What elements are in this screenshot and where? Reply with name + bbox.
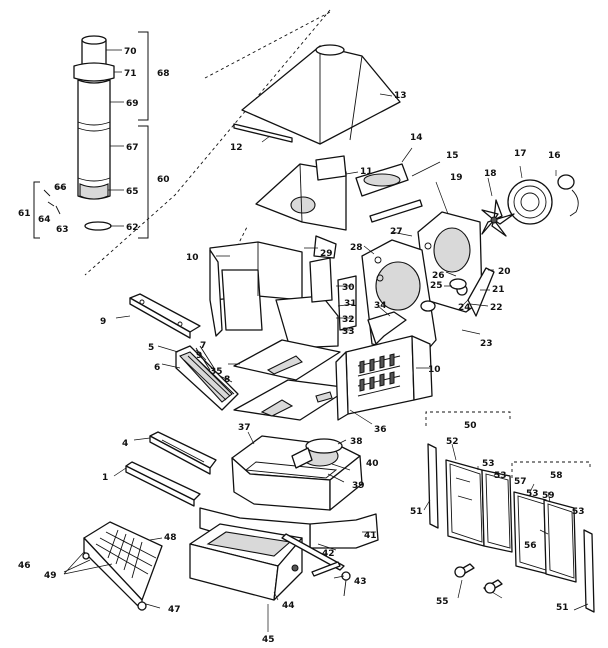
part-number-label: 8 [224,375,230,385]
part-number-label: 35 [210,367,223,377]
part-number-label: 34 [374,301,387,311]
rail-9 [129,293,201,339]
part-number-label: 26 [432,271,445,281]
handle-42-43 [281,533,351,597]
part-number-label: 66 [54,183,67,193]
part-number-label: 28 [350,243,363,253]
part-number-label: 45 [262,635,275,645]
part-number-label: 43 [354,577,367,587]
part-number-label: 53 [572,507,585,517]
part-number-labels: 70 71 68 69 67 60 66 65 64 63 61 62 13 1… [18,47,563,645]
part-number-label: 42 [322,549,335,559]
grate-assembly [82,521,163,611]
part-number-label: 71 [124,69,137,79]
part-number-label: 37 [238,423,251,433]
part-number-label: 62 [126,223,139,233]
part-number-label: 9 [100,317,106,327]
part-number-label: 63 [56,225,69,235]
part-number-label: 57 [514,477,527,487]
part-number-label: 21 [492,285,505,295]
part-number-label: 12 [230,143,243,153]
part-number-label: 17 [514,149,527,159]
heat-chamber [231,435,363,511]
part-number-label: 10 [186,253,199,263]
part-number-label: 48 [164,533,177,543]
glass-door-assembly [425,411,595,613]
ash-drawer [189,523,303,601]
part-number-label: 16 [548,151,561,161]
part-number-label: 67 [126,143,139,153]
part-number-label: 50 [464,421,477,431]
part-number-label: 23 [480,339,493,349]
hood-assembly [233,44,401,145]
front-panel-34 [367,311,407,345]
part-number-label: 70 [124,47,137,57]
part-number-label: 64 [38,215,51,225]
part-number-label: 46 [18,561,31,571]
duplicate-part-labels: 10 53 53 53 51 9 [196,351,585,613]
base-plates [233,339,351,421]
part-number-label: 30 [342,283,355,293]
andiron-bracket-1 [125,461,201,507]
part-number-label: 9 [196,351,202,361]
part-number-label: 14 [410,133,423,143]
part-number-label: 65 [126,187,139,197]
part-number-label: 53 [494,471,507,481]
part-number-label: 7 [200,341,206,351]
part-number-label: 61 [18,209,31,219]
part-number-label: 29 [320,249,333,259]
part-number-label: 13 [394,91,407,101]
blower-assembly [355,163,579,237]
part-number-label: 1 [102,473,108,483]
part-number-label: 68 [157,69,170,79]
part-number-label: 53 [526,489,539,499]
baffle-11 [255,155,347,231]
part-number-label: 22 [490,303,503,313]
part-number-label: 51 [556,603,569,613]
part-number-label: 38 [350,437,363,447]
firebox-side-panels [209,235,357,349]
part-number-label: 39 [352,481,365,491]
part-number-label: 40 [366,459,379,469]
part-number-label: 19 [450,173,463,183]
part-number-label: 15 [446,151,459,161]
part-number-label: 53 [482,459,495,469]
part-number-label: 60 [157,175,170,185]
flue-brackets [33,31,149,239]
part-number-label: 52 [446,437,459,447]
part-number-label: 31 [344,299,357,309]
front-grille-10 [335,335,433,421]
part-number-label: 6 [154,363,160,373]
part-number-label: 11 [360,167,373,177]
part-number-label: 20 [498,267,511,277]
part-number-label: 49 [44,571,57,581]
part-number-label: 33 [342,327,355,337]
part-number-label: 24 [458,303,471,313]
part-number-label: 56 [524,541,537,551]
part-number-label: 69 [126,99,139,109]
part-number-label: 41 [364,531,377,541]
part-number-label: 59 [542,491,555,501]
andiron-bracket-4 [149,431,217,475]
part-number-label: 58 [550,471,563,481]
part-number-label: 25 [430,281,443,291]
part-number-label: 47 [168,605,181,615]
part-number-label: 44 [282,601,295,611]
flue-pipe-assembly [43,35,115,231]
part-number-label: 32 [342,315,355,325]
part-number-label: 27 [390,227,403,237]
part-number-label: 4 [122,439,128,449]
part-number-label: 55 [436,597,449,607]
part-number-label: 51 [410,507,423,517]
part-number-label: 10 [428,365,441,375]
part-number-label: 18 [484,169,497,179]
part-number-label: 36 [374,425,387,435]
part-number-label: 5 [148,343,154,353]
callout-leaders [56,49,589,632]
side-grille [175,345,239,411]
